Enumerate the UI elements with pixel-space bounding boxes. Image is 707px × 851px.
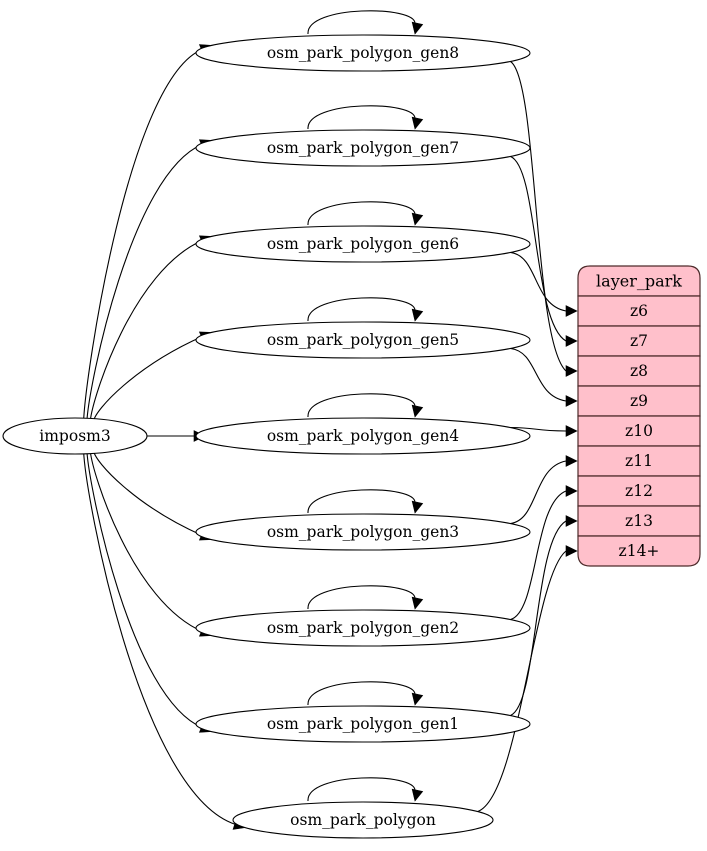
edge-arrowhead (411, 404, 424, 418)
node-label: osm_park_polygon (290, 811, 436, 829)
edge-arrowhead (565, 395, 578, 407)
edge-node-to-table-row (510, 426, 567, 432)
edge-arrowhead (565, 485, 578, 497)
table-row-label: z11 (625, 452, 653, 470)
table-row[interactable]: z12 (577, 475, 701, 507)
edge-self-loop (307, 585, 416, 610)
edge-arrowhead (411, 500, 424, 514)
edge-self-loop (307, 297, 416, 322)
edge-node-to-table-row (510, 347, 567, 402)
table-header: layer_park (577, 265, 701, 297)
node-imposm3[interactable]: imposm3 (2, 417, 148, 455)
edge-imposm3-to-node (93, 335, 203, 422)
edge-self-loop (307, 681, 416, 706)
node-shape (195, 129, 531, 167)
node-gen6[interactable]: osm_park_polygon_gen6 (195, 225, 531, 263)
node-label: osm_park_polygon_gen8 (267, 44, 459, 62)
edge-imposm3-to-node (83, 48, 203, 422)
table-row[interactable]: z8 (577, 355, 701, 387)
edge-node-to-table-row (510, 520, 567, 717)
table-row-label: z13 (625, 512, 653, 530)
node-shape (2, 417, 148, 455)
edge-self-loop (307, 201, 416, 226)
edge-node-to-table-row (510, 155, 567, 342)
node-label: osm_park_polygon_gen6 (267, 235, 459, 253)
table-row[interactable]: z11 (577, 445, 701, 477)
edge-node-to-table-row (510, 61, 567, 372)
node-label: osm_park_polygon_gen1 (267, 715, 459, 733)
node-gen2[interactable]: osm_park_polygon_gen2 (195, 609, 531, 647)
node-label: osm_park_polygon_gen5 (267, 331, 459, 349)
table-row-label: z8 (630, 362, 648, 380)
node-gen7[interactable]: osm_park_polygon_gen7 (195, 129, 531, 167)
edge-arrowhead (411, 788, 424, 802)
node-label: osm_park_polygon_gen4 (267, 427, 459, 445)
node-gen1[interactable]: osm_park_polygon_gen1 (195, 705, 531, 743)
edge-self-loop (307, 105, 416, 130)
edge-arrowhead (411, 308, 424, 322)
node-label: osm_park_polygon_gen3 (267, 523, 459, 541)
table-row[interactable]: z10 (577, 415, 701, 447)
node-gen3[interactable]: osm_park_polygon_gen3 (195, 513, 531, 551)
table-row-label: z14+ (619, 542, 660, 560)
node-shape (195, 321, 531, 359)
edge-node-to-table-row (510, 251, 567, 312)
edge-arrowhead (411, 212, 424, 226)
edge-arrowhead (411, 21, 424, 35)
node-label: osm_park_polygon_gen2 (267, 619, 459, 637)
edge-node-to-table-row (477, 550, 567, 813)
edge-arrowhead (565, 305, 578, 317)
node-shape (195, 609, 531, 647)
edge-node-to-table-row (510, 460, 567, 525)
table-row-label: z10 (625, 422, 653, 440)
node-shape (232, 801, 494, 839)
table-row[interactable]: z9 (577, 385, 701, 417)
edge-imposm3-to-node (89, 450, 203, 633)
node-shape (195, 417, 531, 455)
edge-imposm3-to-node (93, 450, 203, 537)
edge-imposm3-to-node (86, 143, 203, 422)
node-label: imposm3 (39, 427, 110, 445)
edge-arrowhead (565, 545, 578, 557)
table-row[interactable]: z14+ (577, 535, 701, 567)
edge-arrowhead (565, 515, 578, 527)
node-label: osm_park_polygon_gen7 (267, 139, 459, 157)
table-title: layer_park (596, 272, 682, 291)
edge-arrowhead (565, 365, 578, 377)
table-row-label: z6 (630, 302, 648, 320)
edge-arrowhead (565, 455, 578, 467)
edge-arrowhead (411, 596, 424, 610)
edge-node-to-table-row (510, 490, 567, 621)
edge-self-loop (307, 393, 416, 418)
table-row-label: z9 (630, 392, 648, 410)
layer-park-table[interactable]: layer_park z6 z7 z8 z9 z10 z11 z12 z13 z14+ (577, 265, 701, 567)
table-row[interactable]: z6 (577, 295, 701, 327)
node-gen5[interactable]: osm_park_polygon_gen5 (195, 321, 531, 359)
node-shape (195, 513, 531, 551)
edge-arrowhead (565, 335, 578, 347)
edge-imposm3-to-node (89, 239, 203, 422)
edge-imposm3-to-node (83, 450, 236, 826)
node-shape (195, 705, 531, 743)
table-row[interactable]: z13 (577, 505, 701, 537)
edge-self-loop (307, 777, 416, 802)
nodes-layer: osm_park_polygon_gen8 osm_park_polygon_ge… (2, 34, 531, 839)
edge-arrowhead (411, 692, 424, 706)
table-row-label: z7 (630, 332, 648, 350)
node-gen8[interactable]: osm_park_polygon_gen8 (195, 34, 531, 72)
node-gen4[interactable]: osm_park_polygon_gen4 (195, 417, 531, 455)
edge-imposm3-to-node (86, 450, 203, 729)
node-base[interactable]: osm_park_polygon (232, 801, 494, 839)
node-shape (195, 34, 531, 72)
edge-arrowhead (411, 116, 424, 130)
table-row-label: z12 (625, 482, 653, 500)
edge-self-loop (307, 489, 416, 514)
edge-self-loop (307, 10, 416, 35)
node-shape (195, 225, 531, 263)
table-row[interactable]: z7 (577, 325, 701, 357)
edge-arrowhead (565, 425, 578, 437)
